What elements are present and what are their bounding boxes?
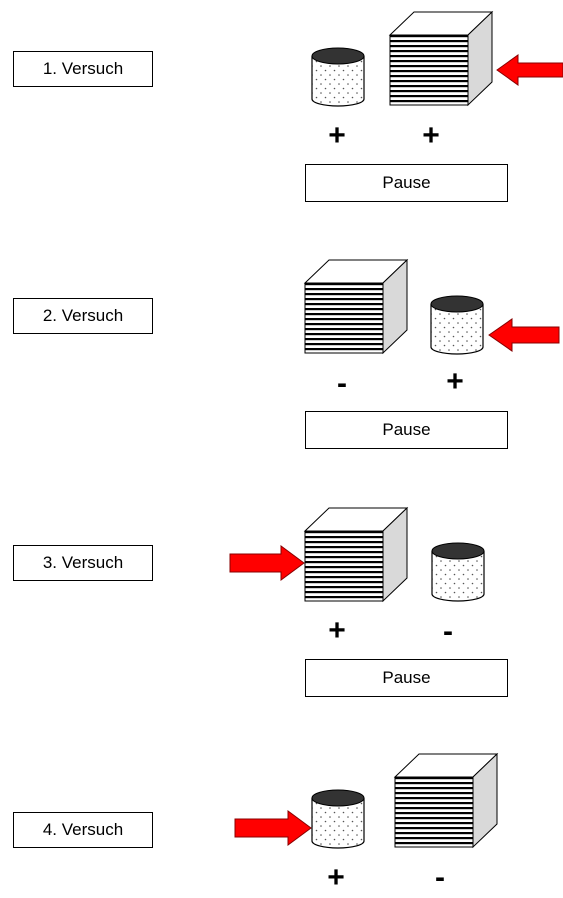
arrow-left-icon (488, 318, 560, 352)
pause-box: Pause (305, 411, 508, 449)
sign-cylinder: + (327, 861, 345, 894)
trial-1-label: 1. Versuch (13, 51, 153, 87)
cylinder-icon (311, 789, 365, 849)
trial-2-label: 2. Versuch (13, 298, 153, 334)
sign-cylinder: + (446, 365, 464, 398)
cube-icon (303, 506, 409, 603)
pause-box: Pause (305, 659, 508, 697)
trial-3-label: 3. Versuch (13, 545, 153, 581)
sign-cube: - (435, 861, 445, 894)
pause-box: Pause (305, 164, 508, 202)
sign-cylinder: - (443, 615, 453, 648)
cube-icon (303, 258, 409, 355)
sign-cube: - (337, 367, 347, 400)
cube-icon (388, 10, 494, 107)
sign-cylinder: + (328, 119, 346, 152)
arrow-left-icon (496, 54, 563, 86)
trial-4-label: 4. Versuch (13, 812, 153, 848)
sign-cube: + (422, 119, 440, 152)
sign-cube: + (328, 614, 346, 647)
cylinder-icon (430, 295, 484, 355)
arrow-right-icon (229, 545, 305, 581)
cylinder-icon (431, 542, 485, 602)
cylinder-icon (311, 47, 365, 107)
arrow-right-icon (234, 810, 312, 846)
cube-icon (393, 752, 499, 849)
